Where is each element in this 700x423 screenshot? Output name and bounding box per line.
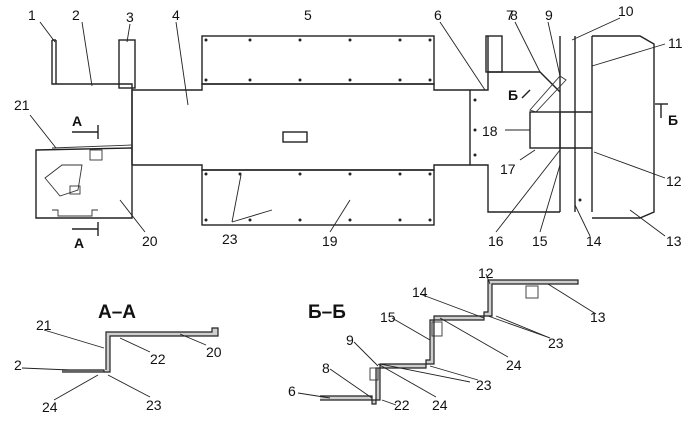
section-marker-a-top: А bbox=[72, 113, 99, 139]
bb-label-24b: 24 bbox=[506, 357, 522, 373]
bb-label-15: 15 bbox=[380, 309, 396, 325]
section-bb: Б–Б 6 8 9 15 14 12 13 22 24 23 24 23 bbox=[288, 265, 606, 413]
label-14: 14 bbox=[586, 233, 602, 249]
section-aa-title: А–А bbox=[98, 302, 136, 323]
section-aa: А–А 21 2 22 20 24 23 bbox=[14, 302, 222, 415]
aa-label-24: 24 bbox=[42, 399, 58, 415]
aa-label-20: 20 bbox=[206, 344, 222, 360]
bb-label-14: 14 bbox=[412, 284, 428, 300]
label-21: 21 bbox=[14, 97, 30, 113]
label-8-main: 8 bbox=[510, 7, 518, 23]
label-6: 6 bbox=[434, 7, 442, 23]
label-11: 11 bbox=[668, 35, 683, 51]
section-marker-b-left: Б bbox=[508, 87, 531, 103]
section-bb-title: Б–Б bbox=[308, 302, 346, 323]
section-marker-b-right: Б bbox=[655, 103, 678, 128]
label-16: 16 bbox=[488, 233, 504, 249]
bb-label-12: 12 bbox=[478, 265, 494, 281]
bb-label-22: 22 bbox=[394, 397, 410, 413]
bb-label-6: 6 bbox=[288, 383, 296, 399]
label-9: 9 bbox=[545, 7, 553, 23]
aa-label-2: 2 bbox=[14, 357, 22, 373]
bb-label-24a: 24 bbox=[432, 397, 448, 413]
svg-text:А: А bbox=[72, 113, 82, 129]
label-15: 15 bbox=[532, 233, 548, 249]
aa-label-22: 22 bbox=[150, 351, 166, 367]
label-5: 5 bbox=[304, 7, 312, 23]
svg-text:Б: Б bbox=[508, 87, 518, 103]
label-3: 3 bbox=[126, 9, 134, 25]
bb-label-23a: 23 bbox=[476, 377, 492, 393]
label-23: 23 bbox=[222, 231, 238, 247]
label-19: 19 bbox=[322, 233, 338, 249]
leader-lines bbox=[29, 17, 666, 237]
label-4: 4 bbox=[172, 7, 180, 23]
bb-label-23b: 23 bbox=[548, 335, 564, 351]
label-2: 2 bbox=[72, 7, 80, 23]
aa-label-21: 21 bbox=[36, 317, 52, 333]
label-20: 20 bbox=[142, 233, 158, 249]
svg-text:Б: Б bbox=[668, 112, 678, 128]
svg-text:А: А bbox=[74, 235, 84, 251]
section-marker-a-bottom: А bbox=[72, 222, 99, 251]
label-17: 17 bbox=[500, 161, 516, 177]
part-number-labels: 1 2 3 4 5 6 7 8 9 10 11 12 13 14 15 16 1… bbox=[14, 3, 683, 249]
label-10: 10 bbox=[618, 3, 634, 19]
bb-label-8: 8 bbox=[322, 360, 330, 376]
label-13: 13 bbox=[666, 233, 682, 249]
main-plan-view bbox=[35, 35, 655, 226]
label-18: 18 bbox=[482, 123, 498, 139]
label-7: 7 bbox=[506, 7, 514, 23]
label-1: 1 bbox=[28, 7, 36, 23]
aa-label-23: 23 bbox=[146, 397, 162, 413]
label-12: 12 bbox=[666, 173, 682, 189]
bb-label-13: 13 bbox=[590, 309, 606, 325]
bb-label-9: 9 bbox=[346, 332, 354, 348]
